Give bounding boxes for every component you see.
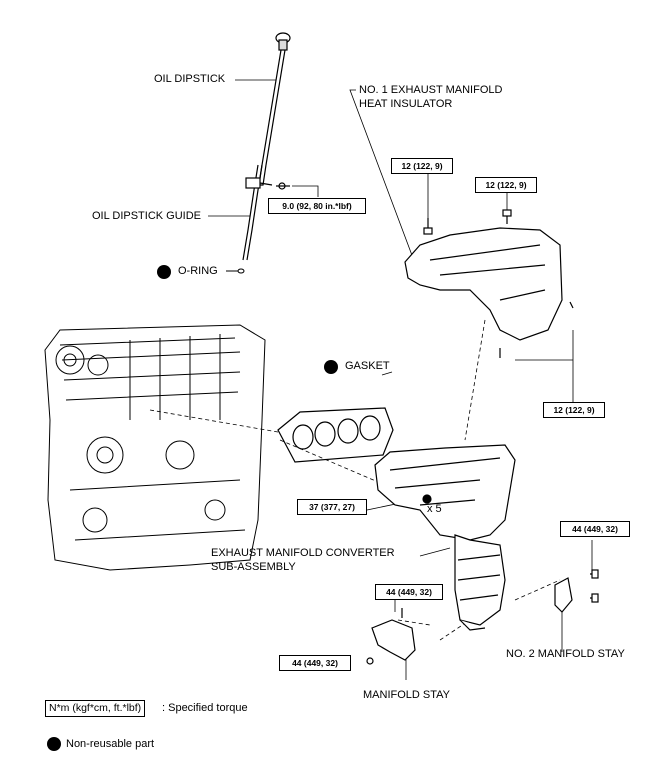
gasket-label: GASKET — [345, 360, 390, 372]
torque-legend-key: N*m (kgf*cm, ft.*lbf) — [45, 700, 146, 717]
no2-manifold-stay-part — [554, 569, 599, 613]
torque-insulator-left: 12 (122, 9) — [391, 158, 453, 174]
converter-label-line2: SUB-ASSEMBLY — [211, 561, 296, 573]
o-ring-part — [226, 268, 245, 274]
torque-insulator-bottom: 12 (122, 9) — [543, 402, 605, 418]
oil-dipstick-guide-label: OIL DIPSTICK GUIDE — [92, 210, 202, 222]
engine-block — [44, 324, 266, 571]
nonreusable-legend-marker — [47, 737, 61, 751]
torque-guide-bolt: 9.0 (92, 80 in.*lbf) — [268, 198, 366, 214]
manifold-stay-label: MANIFOLD STAY — [363, 689, 450, 701]
quantity-x5-label: x 5 — [427, 503, 442, 515]
no2-manifold-stay-label: NO. 2 MANIFOLD STAY — [506, 648, 625, 660]
torque-manifold-nut: 37 (377, 27) — [297, 499, 367, 515]
dipstick-guide-part — [242, 164, 290, 261]
manifold-stay-part — [366, 608, 416, 665]
o-ring-label: O-RING — [178, 265, 218, 277]
heat-insulator-label-line2: HEAT INSULATOR — [359, 98, 453, 110]
converter-label-line1: EXHAUST MANIFOLD CONVERTER — [211, 547, 395, 559]
oil-dipstick-label: OIL DIPSTICK — [154, 73, 226, 85]
heat-insulator-part — [404, 209, 574, 358]
nonreusable-legend-label: Non-reusable part — [66, 738, 155, 750]
torque-stay-upper: 44 (449, 32) — [375, 584, 443, 600]
torque-stay-lower: 44 (449, 32) — [279, 655, 351, 671]
torque-insulator-right: 12 (122, 9) — [475, 177, 537, 193]
torque-no2-stay: 44 (449, 32) — [560, 521, 630, 537]
nonreusable-marker-gasket — [324, 360, 338, 374]
gasket-part — [277, 407, 394, 463]
oil-dipstick-part — [258, 32, 291, 186]
heat-insulator-label-line1: NO. 1 EXHAUST MANIFOLD — [359, 84, 503, 96]
nonreusable-marker-o-ring — [157, 265, 171, 279]
torque-legend-desc: : Specified torque — [162, 702, 248, 714]
manifold-converter-part — [374, 444, 516, 631]
